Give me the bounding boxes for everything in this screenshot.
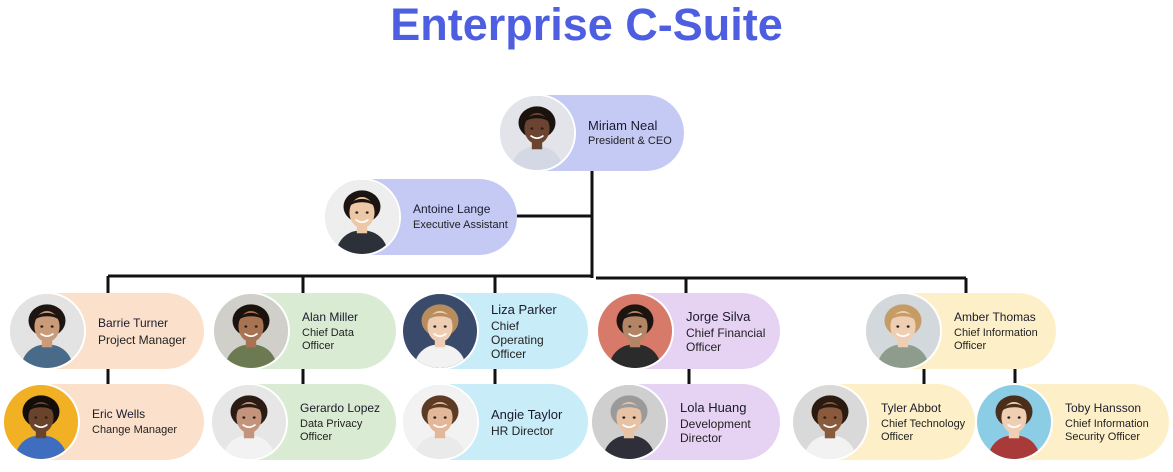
person-photo-icon — [864, 292, 942, 370]
person-role: Chief Information Security Officer — [1065, 417, 1149, 443]
person-photo-icon — [791, 383, 869, 461]
person-role: Chief Information Officer — [954, 326, 1038, 352]
person-name: Amber Thomas — [954, 309, 1036, 324]
person-photo-icon — [401, 292, 479, 370]
person-photo-icon — [2, 383, 80, 461]
person-role: Development Director — [680, 416, 751, 445]
person-photo-icon — [975, 383, 1053, 461]
person-role: Chief Data Officer — [302, 326, 354, 352]
person-name: Angie Taylor — [491, 406, 563, 422]
person-role: Chief Financial Officer — [686, 325, 766, 354]
person-photo-icon — [401, 383, 479, 461]
person-role: President & CEO — [588, 135, 672, 147]
person-photo-icon — [498, 94, 576, 172]
person-name: Alan Miller — [302, 309, 359, 324]
person-role: Chief Operating Officer — [491, 318, 544, 361]
person-photo-icon — [210, 383, 288, 461]
person-role: Project Manager — [98, 332, 187, 347]
person-name: Tyler Abbot — [881, 400, 942, 415]
person-name: Lola Huang — [680, 399, 747, 415]
person-name: Toby Hansson — [1065, 400, 1142, 415]
person-photo-icon — [212, 292, 290, 370]
person-role: Chief Technology Officer — [881, 417, 966, 443]
person-photo-icon — [8, 292, 86, 370]
person-photo-icon — [323, 178, 401, 256]
person-name: Jorge Silva — [686, 308, 751, 324]
person-name: Eric Wells — [92, 407, 146, 421]
person-name: Gerardo Lopez — [300, 400, 381, 415]
person-name: Miriam Neal — [588, 118, 658, 133]
person-name: Antoine Lange — [413, 202, 491, 216]
person-photo-icon — [590, 383, 668, 461]
person-photo-icon — [596, 292, 674, 370]
person-role: Data Privacy Officer — [300, 417, 363, 443]
person-name: Liza Parker — [491, 301, 557, 317]
chart-title: Enterprise C-Suite — [390, 0, 783, 50]
person-role: HR Director — [491, 423, 554, 438]
person-role: Executive Assistant — [413, 219, 508, 231]
person-role: Change Manager — [92, 424, 178, 436]
person-name: Barrie Turner — [98, 315, 169, 330]
